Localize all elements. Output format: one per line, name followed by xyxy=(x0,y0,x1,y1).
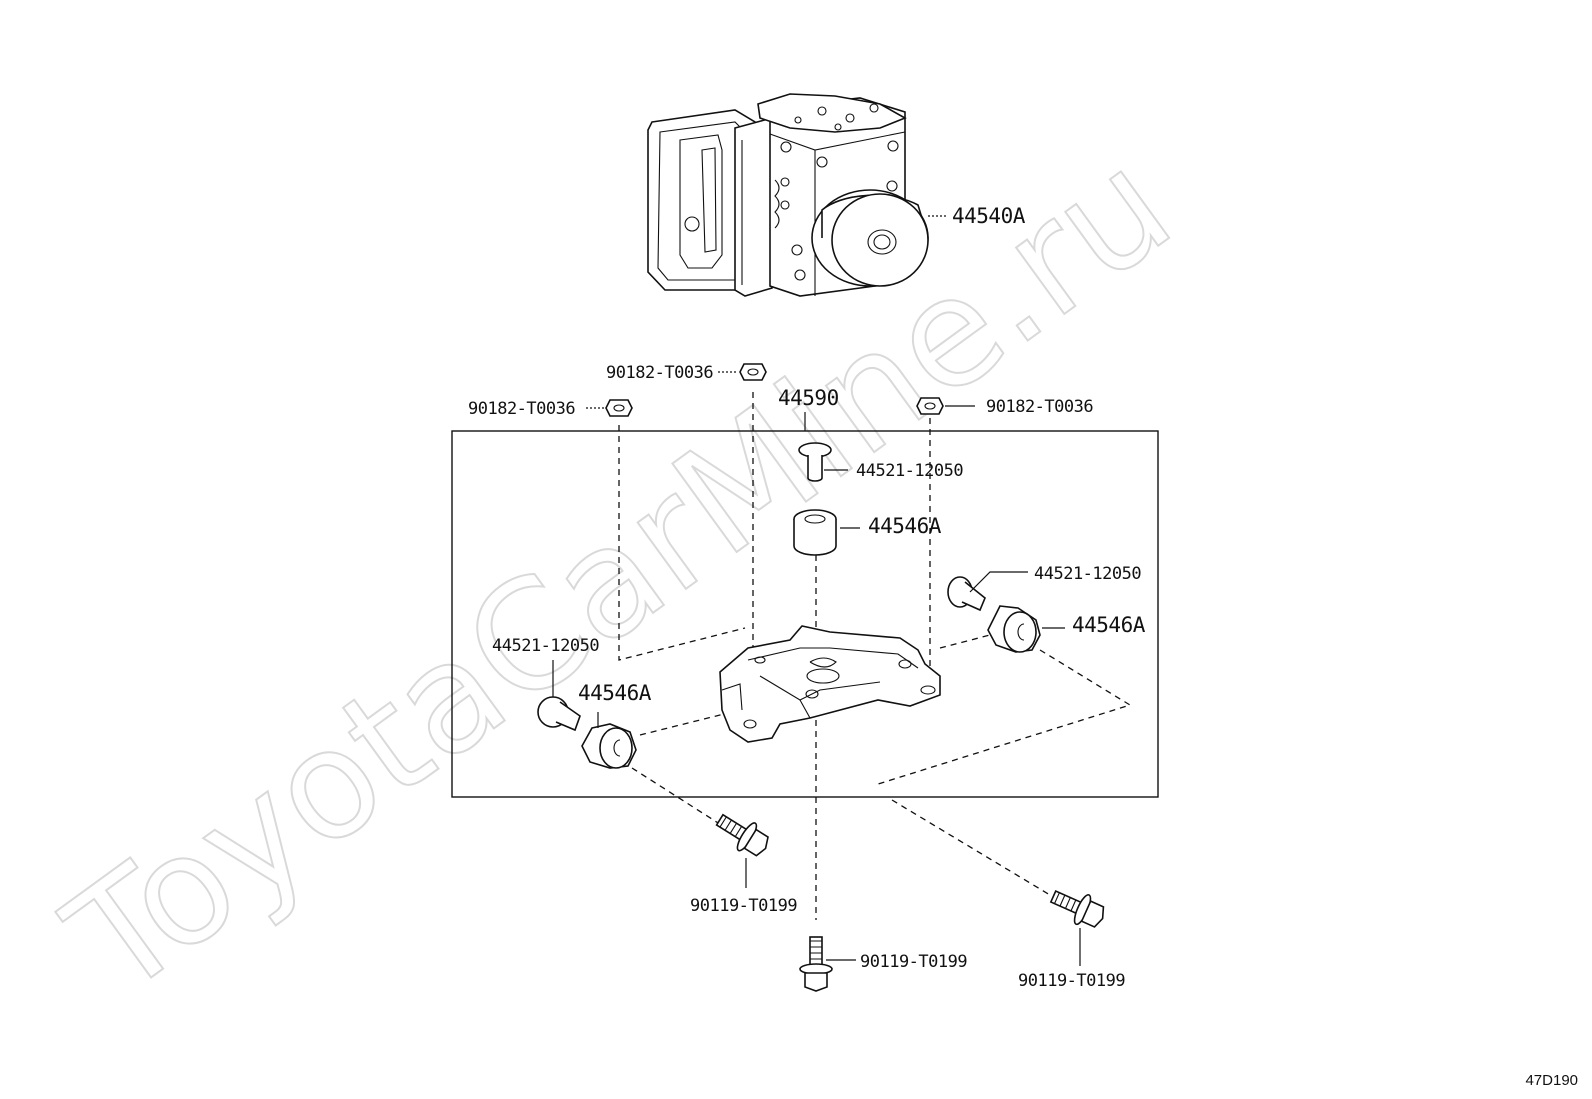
collar-right xyxy=(947,571,1028,612)
assembly-lines xyxy=(618,392,1132,920)
bolt-left xyxy=(715,813,769,857)
nut-top xyxy=(718,363,767,381)
label-collar-right: 44521-12050 xyxy=(1034,564,1141,584)
collar-left xyxy=(537,660,581,732)
bolt-center xyxy=(799,936,833,992)
label-cushion-right: 44546A xyxy=(1072,613,1146,637)
collar-top xyxy=(798,442,848,482)
label-cushion-left: 44546A xyxy=(578,681,652,705)
bolt-right xyxy=(1049,890,1105,928)
label-nut-right: 90182-T0036 xyxy=(986,397,1093,417)
label-abs-unit: 44540A xyxy=(952,204,1026,228)
label-bolt-center: 90119-T0199 xyxy=(860,952,967,972)
cushion-right xyxy=(987,605,1065,653)
label-nut-left: 90182-T0036 xyxy=(468,399,575,419)
label-bolt-left: 90119-T0199 xyxy=(690,896,797,916)
cushion-top xyxy=(793,509,860,556)
bracket-illustration xyxy=(719,625,941,743)
label-bolt-right: 90119-T0199 xyxy=(1018,971,1125,991)
bracket-frame xyxy=(451,430,1159,798)
label-collar-top: 44521-12050 xyxy=(856,461,963,481)
cushion-left xyxy=(581,712,637,769)
label-cushion-top: 44546A xyxy=(868,514,942,538)
label-bracket-assy: 44590 xyxy=(778,386,839,410)
label-collar-left: 44521-12050 xyxy=(492,636,599,656)
document-code: 47D190 xyxy=(1525,1072,1578,1089)
nut-right xyxy=(916,397,975,415)
abs-actuator-illustration xyxy=(647,93,929,297)
nut-left xyxy=(586,399,633,417)
label-nut-top: 90182-T0036 xyxy=(606,363,713,383)
